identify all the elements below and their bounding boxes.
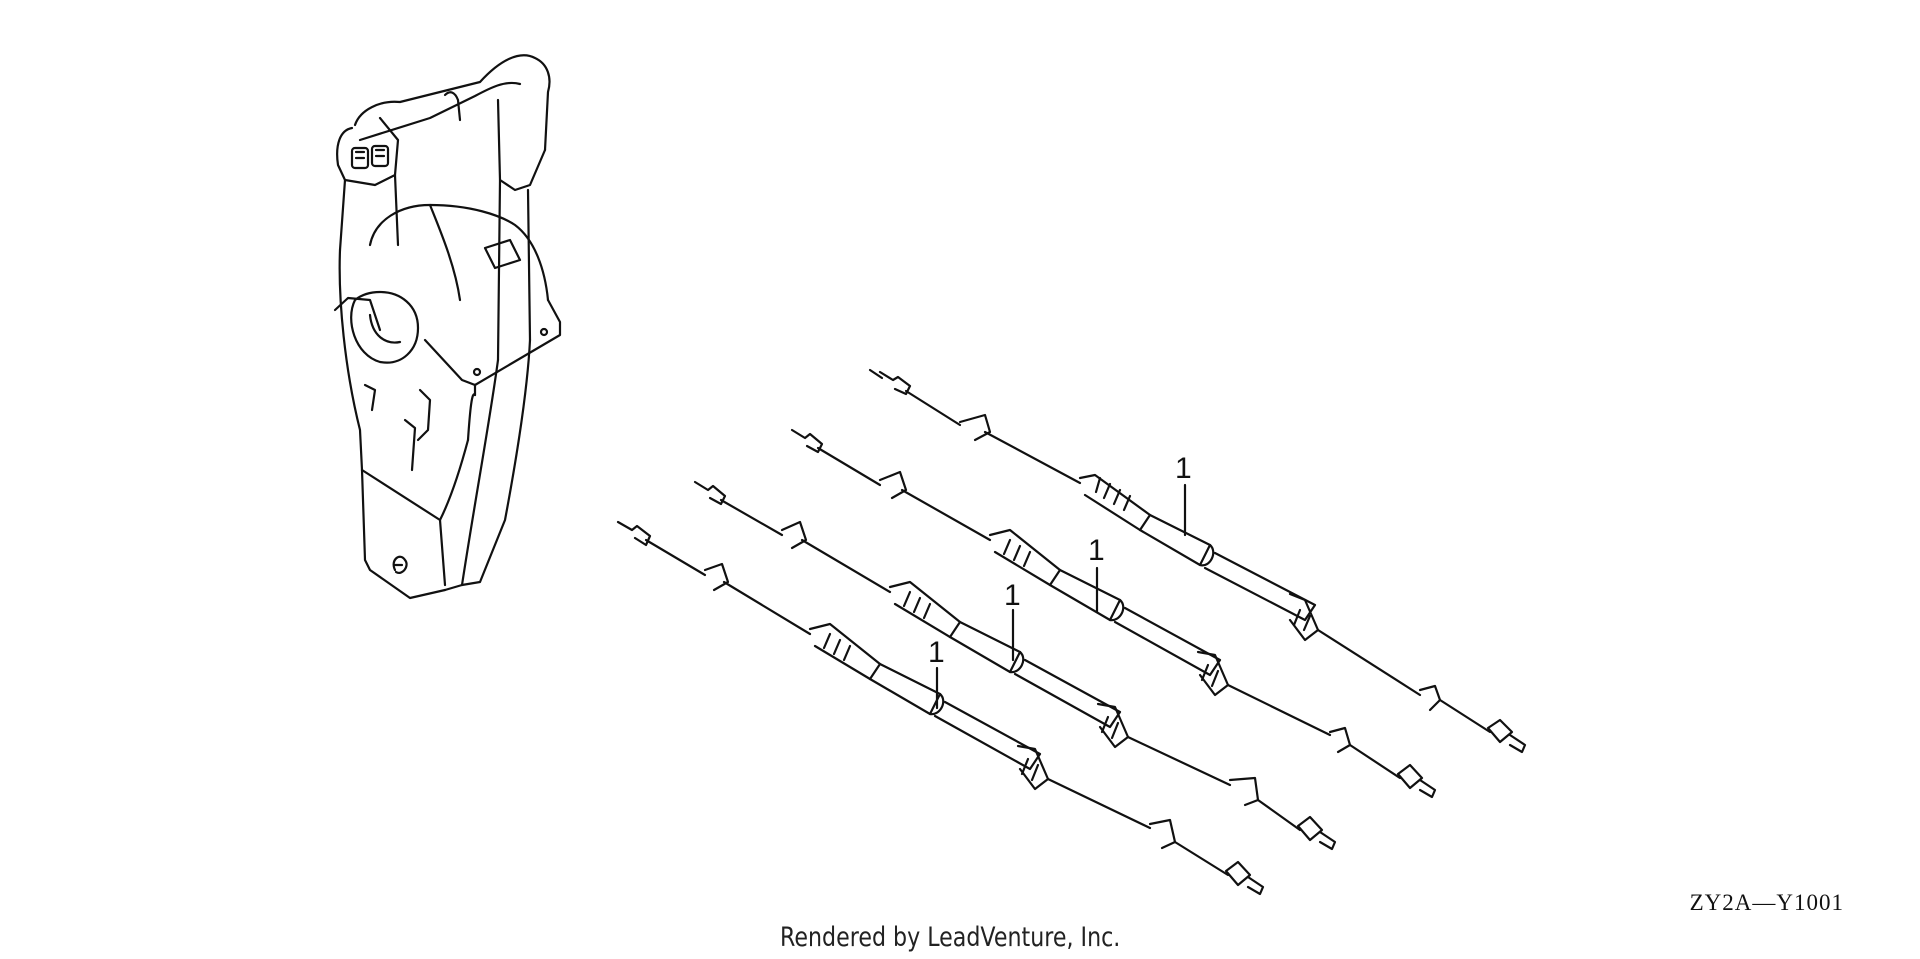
control-cable: [790, 428, 1437, 799]
remote-control-box: [333, 54, 562, 600]
diagram-code: ZY2A—Y1001: [1689, 890, 1844, 915]
control-cable: [693, 480, 1337, 851]
control-cable: [868, 368, 1527, 754]
callout-1: 1: [1004, 579, 1021, 612]
render-credit: Rendered by LeadVenture, Inc.: [780, 922, 1121, 953]
callout-1: 1: [1088, 534, 1105, 567]
callout-1: 1: [928, 636, 945, 669]
control-cable: [616, 520, 1265, 896]
callout-1: 1: [1175, 452, 1192, 485]
